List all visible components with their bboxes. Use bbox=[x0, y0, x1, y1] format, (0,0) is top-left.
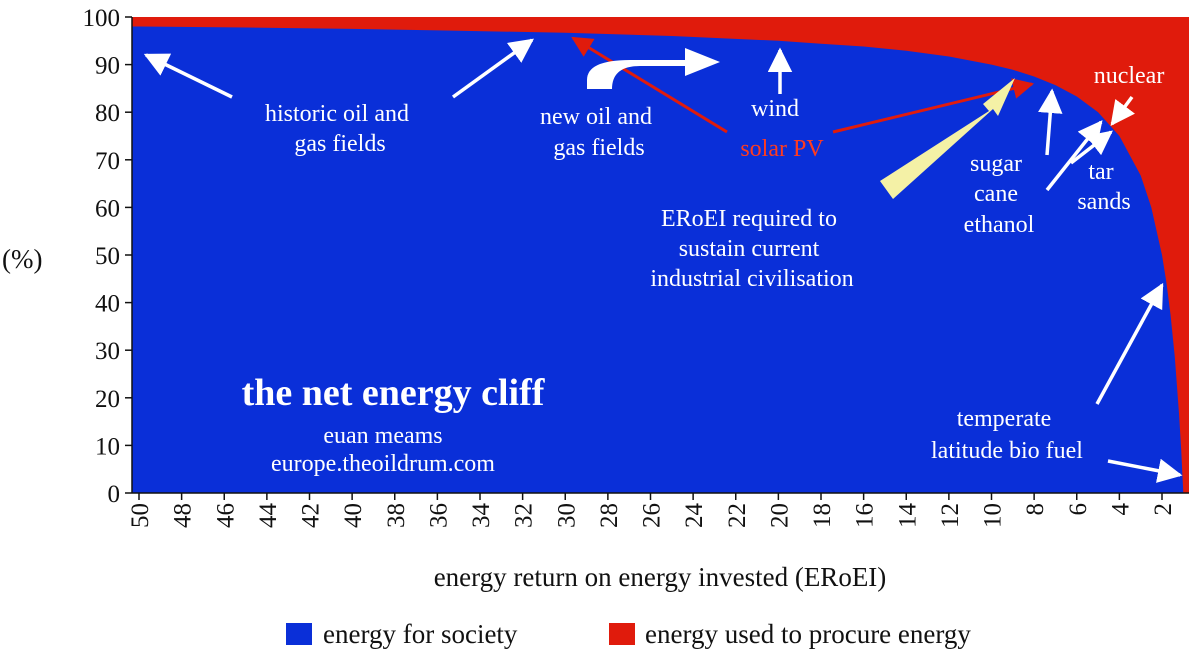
x-tick-label: 30 bbox=[553, 503, 580, 528]
legend: energy for society energy used to procur… bbox=[286, 619, 971, 649]
x-tick-label: 2 bbox=[1150, 503, 1177, 516]
y-tick-label: 0 bbox=[108, 481, 121, 508]
sugar-arrow-1 bbox=[1038, 88, 1063, 156]
x-tick-label: 38 bbox=[383, 503, 410, 528]
historic-arrow-right bbox=[451, 38, 534, 99]
y-tick-label: 40 bbox=[95, 291, 120, 318]
x-tick-label: 22 bbox=[724, 503, 751, 528]
x-tick-label: 10 bbox=[980, 503, 1007, 528]
chart-title: the net energy cliff bbox=[242, 372, 546, 414]
x-tick-label: 28 bbox=[596, 503, 623, 528]
y-tick-label: 20 bbox=[95, 386, 120, 413]
credit-site: europe.theoildrum.com bbox=[271, 451, 495, 477]
x-tick-label: 44 bbox=[255, 503, 282, 529]
y-axis-ticks: 0 10 20 30 40 50 60 70 80 90 100 bbox=[83, 5, 132, 508]
y-tick-label: 70 bbox=[95, 148, 120, 175]
x-tick-label: 42 bbox=[298, 503, 325, 528]
y-tick-label: 100 bbox=[83, 5, 121, 32]
y-axis-label: (%) bbox=[2, 244, 42, 274]
biofuel-arrow-up bbox=[1095, 282, 1164, 405]
legend-swatch-society bbox=[286, 623, 312, 645]
historic-arrow-left bbox=[143, 53, 233, 99]
energy-for-society-area bbox=[132, 26, 1184, 493]
legend-label-society: energy for society bbox=[323, 619, 518, 649]
legend-label-procure: energy used to procure energy bbox=[645, 619, 971, 649]
annotation-nuclear: nuclear bbox=[1094, 63, 1165, 89]
y-tick-label: 10 bbox=[95, 433, 120, 460]
x-tick-label: 8 bbox=[1022, 503, 1049, 516]
biofuel-arrow-right bbox=[1107, 458, 1183, 483]
annotation-arrows bbox=[143, 36, 1183, 483]
x-tick-label: 26 bbox=[639, 503, 666, 528]
annotation-eroei: ERoEI required to sustain current indust… bbox=[650, 206, 853, 292]
annotation-historic: historic oil and gas fields bbox=[265, 101, 415, 157]
x-tick-label: 48 bbox=[170, 503, 197, 528]
y-tick-label: 90 bbox=[95, 53, 120, 80]
nuclear-arrow bbox=[1110, 95, 1135, 126]
curved-arrow bbox=[587, 48, 720, 89]
annotation-biofuel: temperate latitude bio fuel bbox=[931, 406, 1083, 464]
x-tick-label: 12 bbox=[937, 503, 964, 528]
x-tick-label: 4 bbox=[1107, 503, 1134, 516]
new-oil-arrow bbox=[571, 36, 728, 134]
x-tick-label: 50 bbox=[127, 503, 154, 528]
eroei-big-arrow bbox=[880, 78, 1015, 199]
x-tick-label: 18 bbox=[809, 503, 836, 528]
annotation-sugar: sugar cane ethanol bbox=[964, 151, 1035, 238]
y-tick-label: 80 bbox=[95, 100, 120, 127]
credit-author: euan meams bbox=[323, 423, 442, 449]
x-tick-label: 6 bbox=[1065, 503, 1092, 516]
annotation-tar: tar sands bbox=[1077, 159, 1130, 215]
annotations: historic oil and gas fields new oil and … bbox=[242, 63, 1165, 477]
legend-swatch-procure bbox=[609, 623, 635, 645]
y-tick-label: 30 bbox=[95, 338, 120, 365]
x-tick-label: 46 bbox=[212, 503, 239, 528]
x-tick-label: 34 bbox=[468, 503, 495, 529]
x-tick-label: 20 bbox=[766, 503, 793, 528]
y-tick-label: 60 bbox=[95, 195, 120, 222]
y-tick-label: 50 bbox=[95, 243, 120, 270]
annotation-wind: wind bbox=[751, 96, 799, 122]
x-tick-label: 36 bbox=[425, 503, 452, 528]
annotation-new-oil: new oil and gas fields bbox=[540, 104, 658, 161]
x-tick-label: 16 bbox=[852, 503, 879, 528]
x-tick-label: 40 bbox=[340, 503, 367, 528]
tar-arrow bbox=[1069, 130, 1113, 165]
x-tick-label: 32 bbox=[511, 503, 538, 528]
x-tick-label: 24 bbox=[681, 503, 708, 529]
x-axis-label: energy return on energy invested (ERoEI) bbox=[434, 562, 887, 592]
x-tick-label: 14 bbox=[894, 503, 921, 529]
annotation-solar: solar PV bbox=[740, 136, 824, 162]
